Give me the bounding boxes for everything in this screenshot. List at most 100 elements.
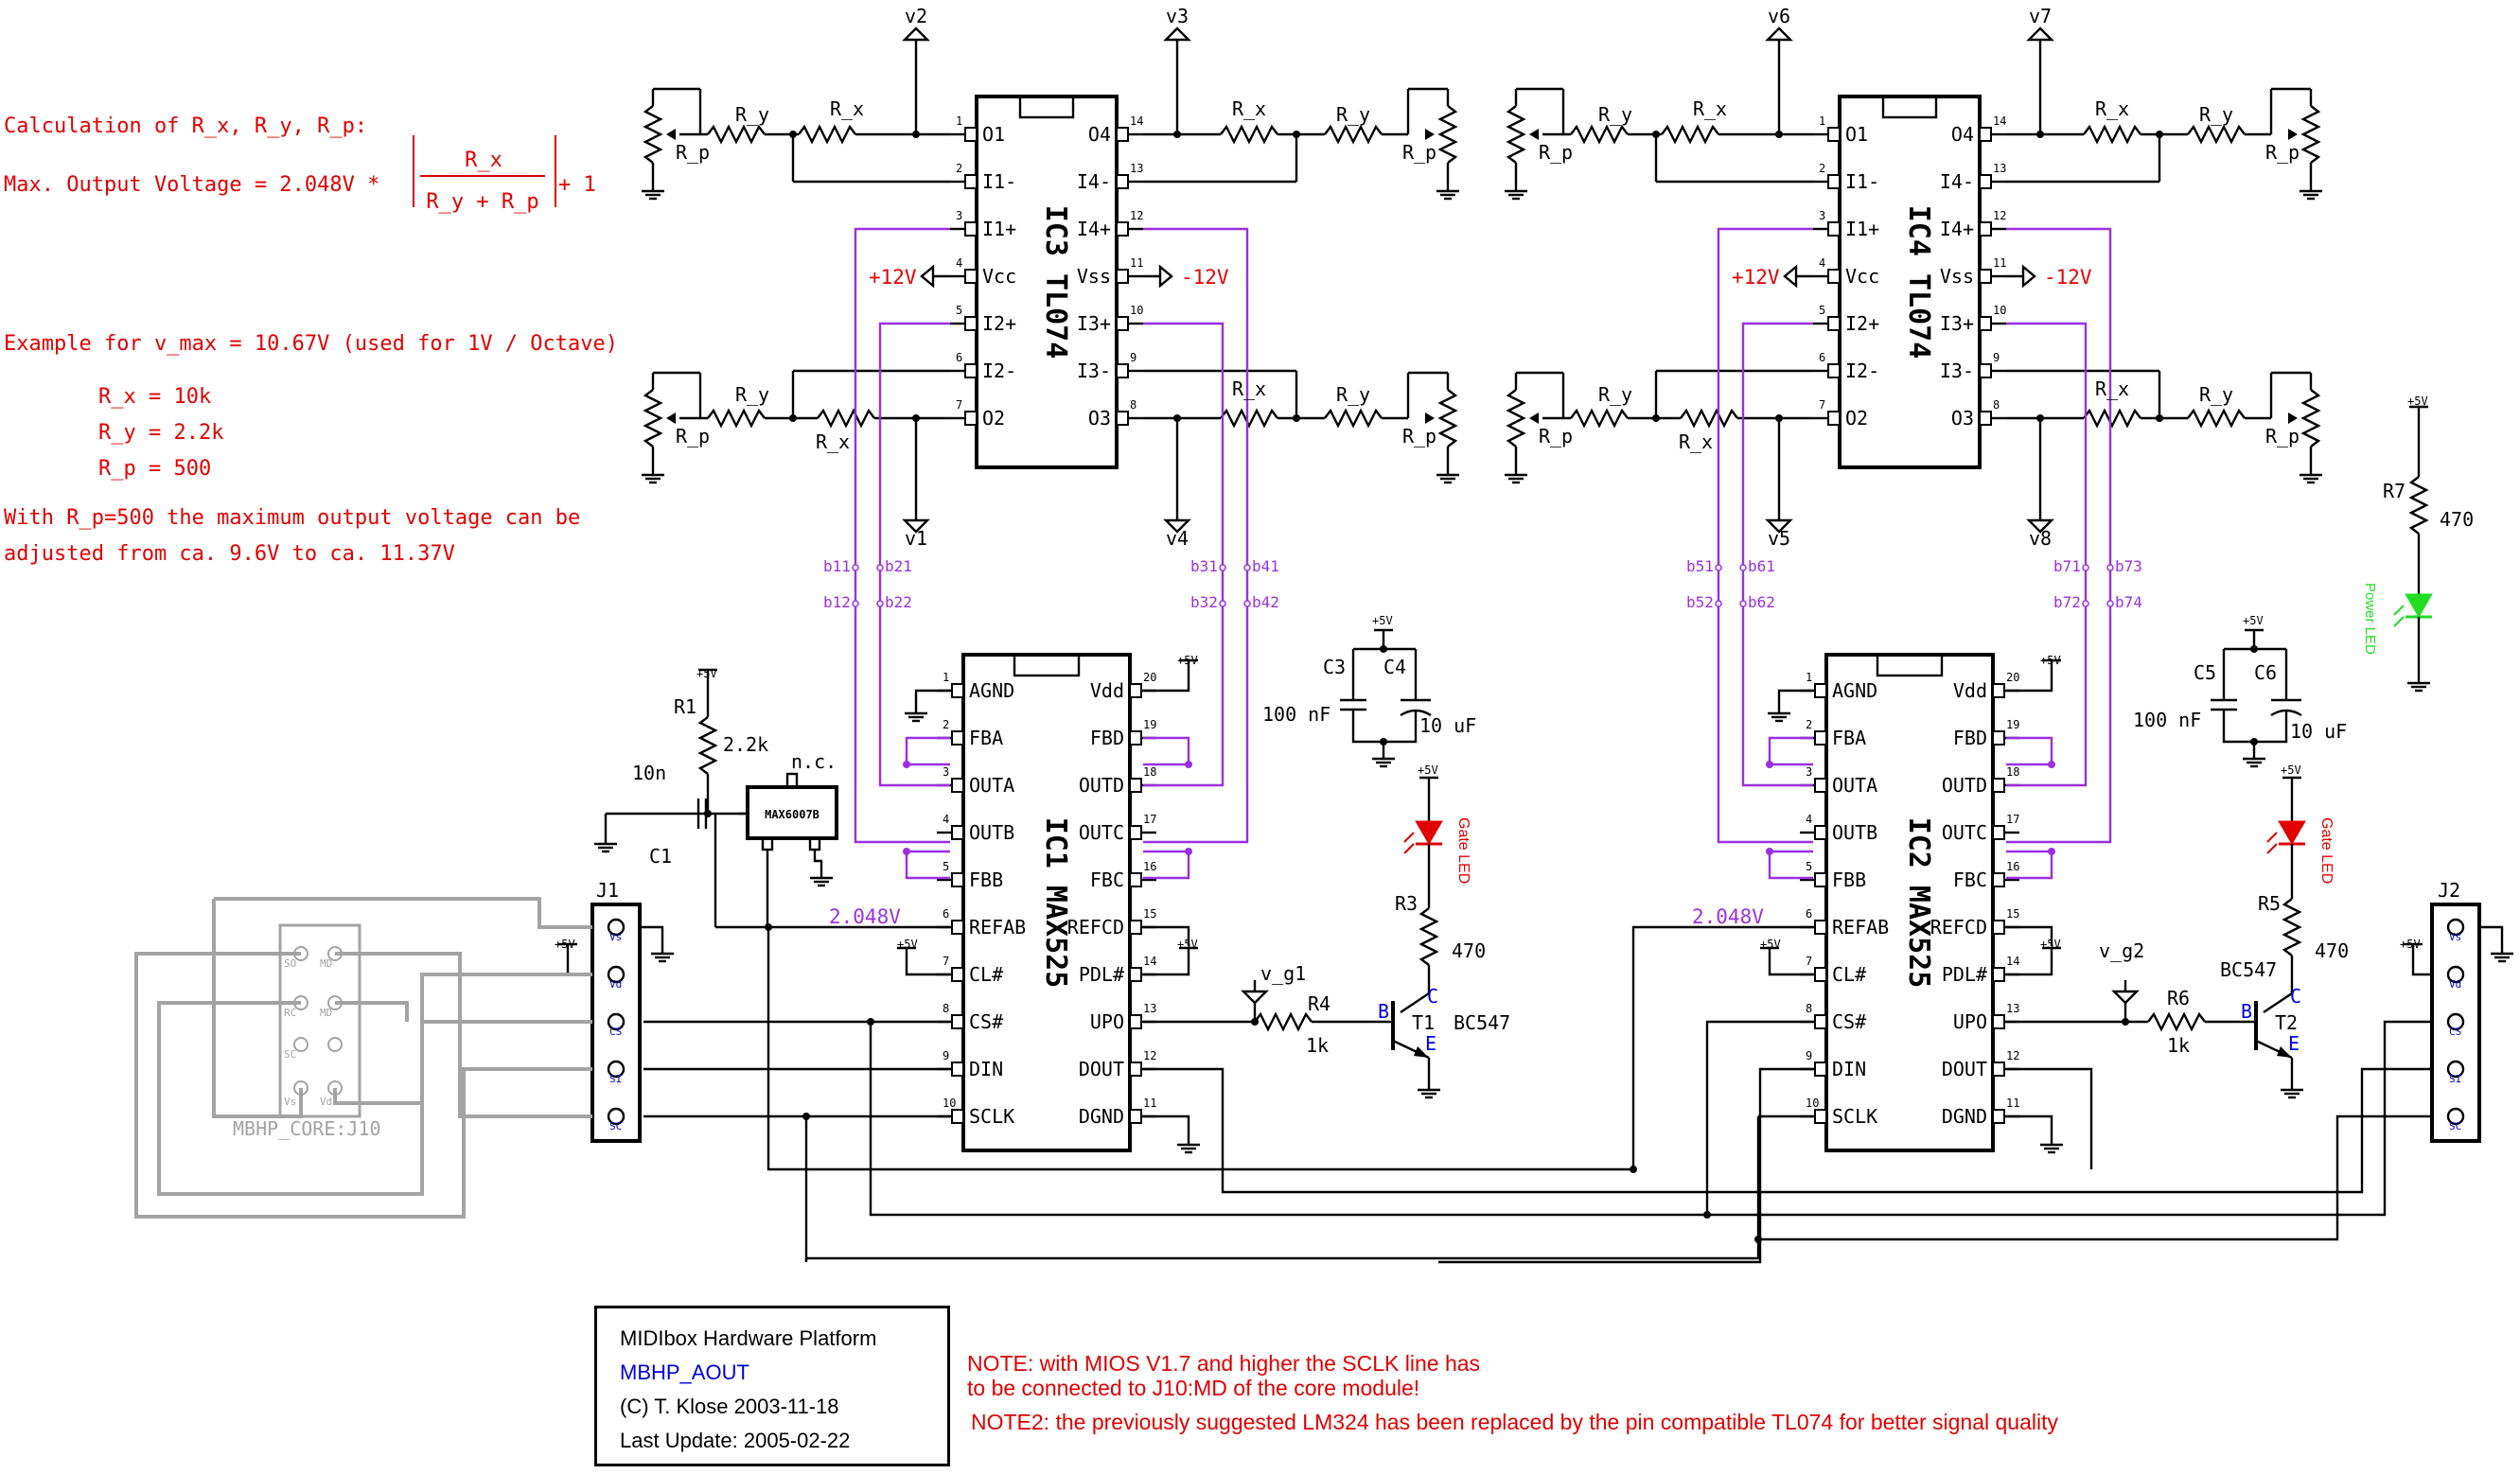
label-r1-value: 2.2k xyxy=(723,733,768,756)
label-v4: v4 xyxy=(1166,527,1189,550)
ic2-pin-name: OUTC xyxy=(1942,821,1987,844)
label-plus12-ic4: +12V xyxy=(1732,266,1780,289)
label-t2-e: E xyxy=(2288,1032,2300,1055)
ic4-pin-stub xyxy=(1827,221,1841,237)
ic2-pin-number: 1 xyxy=(1806,671,1812,684)
j2-pin-label: Vd xyxy=(2449,978,2461,991)
ic1-pin-stub xyxy=(951,825,964,840)
ic2-pin-stub xyxy=(1814,1014,1827,1029)
ic4-pin-stub xyxy=(1827,411,1841,426)
max6007-label: MAX6007B xyxy=(765,808,819,821)
ic4-pin-number: 12 xyxy=(1993,209,2006,222)
ic1-pin-name: OUTC xyxy=(1079,821,1124,844)
label-minus12-ic4: -12V xyxy=(2044,266,2092,289)
ic3-pin-name: I4+ xyxy=(1077,218,1111,240)
label-ry-4: R_y xyxy=(1336,383,1370,406)
title-line2: MBHP_AOUT xyxy=(620,1360,749,1384)
ic1-pin-stub xyxy=(951,730,964,746)
bus-b72: b72 xyxy=(2053,593,2081,611)
ic2-pin-stub xyxy=(1992,872,2005,887)
ic4-pin-number: 4 xyxy=(1819,256,1825,270)
gate-driver-t1 xyxy=(1143,776,1443,1099)
ic3-pin-number: 1 xyxy=(956,114,962,128)
ic3-pin-stub xyxy=(1116,269,1129,284)
bus-b42: b42 xyxy=(1252,593,1279,611)
label-power-led: Power LED xyxy=(2362,583,2378,655)
ic4-pin-name: O4 xyxy=(1951,123,1974,146)
ic2-pin-name: FBB xyxy=(1832,869,1866,891)
label-rp-8: R_p xyxy=(2265,425,2300,447)
ic2-pin-number: 13 xyxy=(2006,1002,2019,1015)
ic-pin-labels: O11I1-2I1+3Vcc4I2+5I2-6O27O414I4-13I4+12… xyxy=(937,114,2019,1128)
ic4-pin-name: O3 xyxy=(1951,407,1974,430)
label-r6: R6 xyxy=(2167,987,2190,1009)
label-gate-led-2: Gate LED xyxy=(2318,817,2335,884)
label-r3: R3 xyxy=(1395,892,1418,915)
label-c5-value: 100 nF xyxy=(2133,709,2201,731)
label-t1-e: E xyxy=(1425,1032,1436,1055)
bus-b12: b12 xyxy=(823,593,851,611)
core-pin-label: MD xyxy=(320,957,332,970)
bus-b22: b22 xyxy=(885,593,912,611)
ic2-pin-number: 6 xyxy=(1806,907,1812,921)
ic2-pin-name: Vdd xyxy=(1953,679,1987,702)
ic3-pin-name: I1+ xyxy=(982,218,1016,240)
title-block: MIDIbox Hardware Platform MBHP_AOUT (C) … xyxy=(594,1306,950,1466)
calc-note2: adjusted from ca. 9.6V to ca. 11.37V xyxy=(4,542,455,566)
ic3-pin-number: 9 xyxy=(1130,351,1137,364)
label-ry-5: R_y xyxy=(1598,103,1632,126)
ic4-pin-number: 14 xyxy=(1993,114,2006,128)
ic3-pin-name: I3- xyxy=(1077,360,1111,382)
ic4-pin-number: 8 xyxy=(1993,398,2000,412)
label-r5: R5 xyxy=(2258,892,2281,915)
label-minus12-ic3: -12V xyxy=(1181,266,1229,289)
ic2-pin-stub xyxy=(1814,825,1827,840)
ic3-pin-number: 6 xyxy=(956,351,962,364)
core-pin-label: MD xyxy=(320,1007,332,1019)
note1-line2: to be connected to J10:MD of the core mo… xyxy=(967,1376,1420,1400)
label-t2-type: BC547 xyxy=(2220,958,2277,981)
label-rp-3: R_p xyxy=(1402,141,1436,164)
ic2-pin-stub xyxy=(1992,1014,2005,1029)
ic1-pin-stub xyxy=(951,778,964,793)
label-rx-4: R_x xyxy=(1232,377,1266,400)
ic1-pin-number: 11 xyxy=(1143,1097,1156,1110)
ic2-pin-number: 16 xyxy=(2006,860,2019,873)
ic2-pin-stub xyxy=(1992,778,2005,793)
ic4-pin-name: I1- xyxy=(1845,170,1879,193)
ic4-pin-name: Vcc xyxy=(1845,265,1879,288)
label-ry-7: R_y xyxy=(2199,103,2233,126)
ic3-pin-stub xyxy=(1116,221,1129,237)
j2-pin-label: SI xyxy=(2449,1073,2461,1085)
ic4-pin-stub xyxy=(1979,221,1992,237)
bypass-caps-ic1 xyxy=(1340,628,1432,768)
ic4-pin-stub xyxy=(1979,363,1992,378)
calc-formula-num: R_x xyxy=(465,149,502,172)
ic3-pin-name: O3 xyxy=(1088,407,1111,430)
ic4-pin-number: 13 xyxy=(1993,162,2006,175)
label-j2: J2 xyxy=(2438,879,2460,902)
ic3-pin-name: I4- xyxy=(1077,170,1111,193)
ic3-pin-name: I2+ xyxy=(982,312,1016,335)
ic3-pin-number: 4 xyxy=(956,256,962,270)
ic2-pin-name: FBD xyxy=(1953,727,1987,749)
ic2-pin-name: OUTA xyxy=(1832,774,1877,797)
label-rp-5: R_p xyxy=(1539,141,1573,164)
label-rx-7: R_x xyxy=(2095,97,2129,120)
ic1-pin-name: OUTB xyxy=(969,821,1014,844)
bus-b74: b74 xyxy=(2115,593,2142,611)
label-c6-value: 10 uF xyxy=(2290,720,2347,743)
ic3-pin-name: I2- xyxy=(982,360,1016,382)
ic2-pin-number: 10 xyxy=(1806,1097,1819,1110)
j2-pin-label: SC xyxy=(2449,1120,2461,1132)
ic1-pin-number: 8 xyxy=(943,1002,949,1015)
label-t2: T2 xyxy=(2275,1011,2298,1034)
ic2-pin-name: OUTB xyxy=(1832,821,1877,844)
ic2-pin-stub xyxy=(1814,920,1827,935)
ic3-pin-number: 11 xyxy=(1130,256,1143,270)
label-c1: C1 xyxy=(649,845,672,868)
ic1-pin-stub xyxy=(1129,872,1142,887)
label-t1-c: C xyxy=(1427,985,1438,1008)
label-rx-1: R_x xyxy=(830,97,864,120)
ic1-pin-number: 16 xyxy=(1143,860,1156,873)
